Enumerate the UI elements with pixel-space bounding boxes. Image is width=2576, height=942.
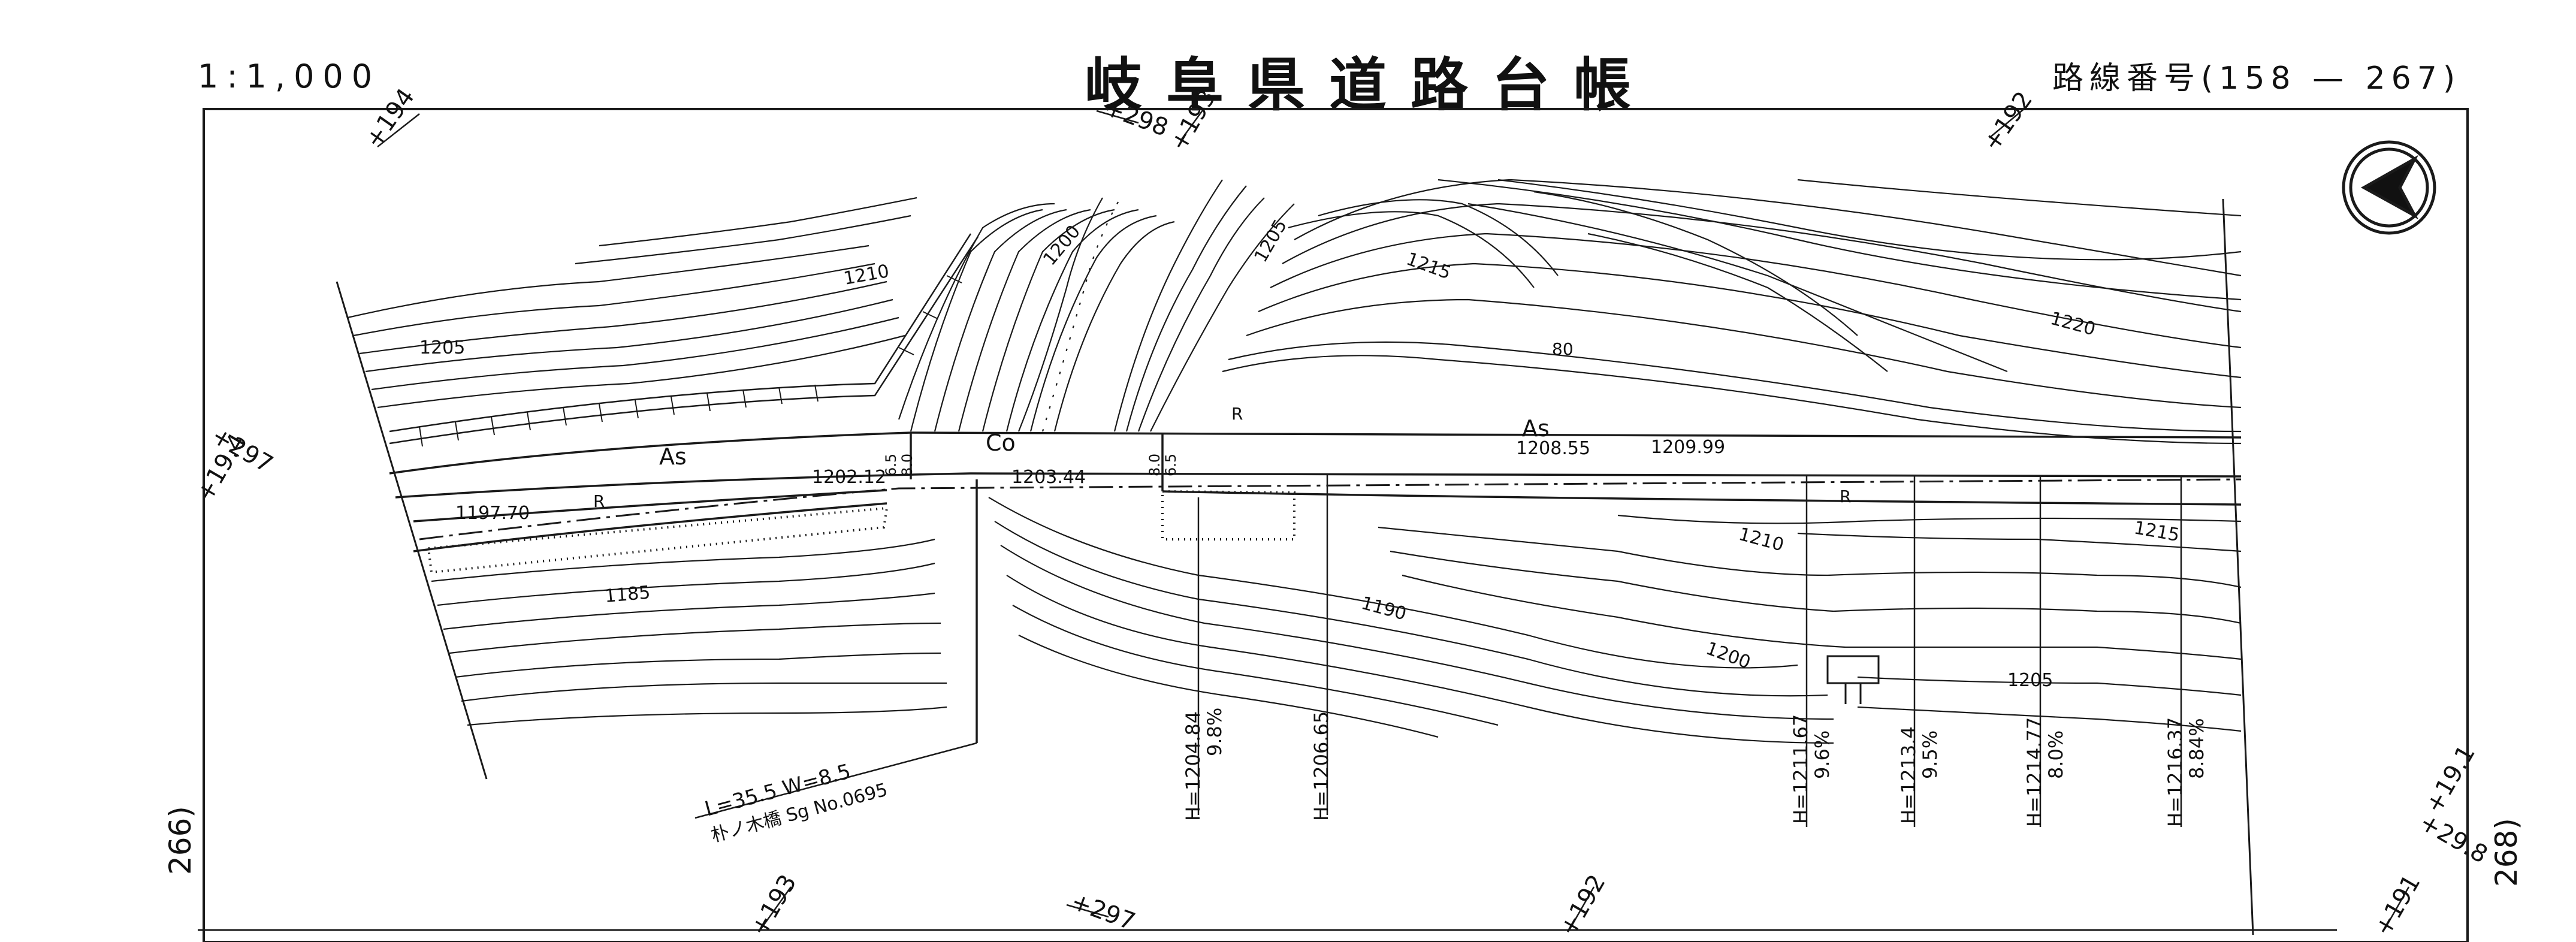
grade-percent-6: 8.84% (2185, 718, 2208, 779)
guard-rail (389, 233, 979, 447)
map-scale: 1:1,000 (198, 58, 381, 95)
contour-lines-upper-right (1222, 179, 2242, 445)
station-label-right-1: +19.1 (2420, 741, 2481, 818)
road-centerline (419, 478, 2242, 541)
boundary-line-left (336, 281, 488, 780)
grade-percent-5: 8.0% (2045, 730, 2067, 779)
culvert-icon (1826, 655, 1880, 704)
contour-label-5: 1215 (1403, 249, 1454, 284)
contour-label-11: 1215 (2133, 517, 2181, 546)
surface-label-bridge-deck: Co (986, 430, 1016, 456)
elevation-label-5: 1209.99 (1651, 437, 1725, 458)
grade-percent-3: 9.6% (1811, 730, 1834, 779)
contour-label-6: 1220 (2048, 308, 2098, 340)
grade-elevation-5: H=1214.77 (2023, 717, 2046, 827)
contour-lines-ravine (898, 179, 1295, 432)
station-ticks (377, 107, 2410, 929)
elevation-label-4: 1208.55 (1516, 438, 1590, 459)
surface-label-road-left: As (659, 443, 687, 470)
north-arrow-icon (2342, 140, 2436, 235)
contour-label-13: 80 (1552, 339, 1574, 359)
grade-percent-4: 9.5% (1919, 730, 1941, 779)
station-label-top-2: +298 (1101, 93, 1172, 142)
route-number: 路線番号(158 — 267) (2052, 61, 2462, 96)
contour-label-1: 1210 (842, 261, 890, 289)
contour-lines-lower (431, 497, 2242, 744)
contour-label-4: 1205 (1251, 216, 1291, 266)
side-label-left: 266) (163, 806, 198, 875)
grade-percent-1: 9.8% (1203, 708, 1226, 756)
grade-elevation-2: H=1206.65 (1310, 711, 1333, 821)
surface-label-road-right: As (1522, 415, 1550, 442)
grade-elevation-4: H=1213.4 (1897, 726, 1920, 824)
contour-label-12: 1205 (2007, 670, 2053, 691)
width-mark-2: 8.0 (899, 454, 916, 476)
contour-lines-upper-left (347, 197, 917, 409)
grade-elevation-1: H=1204.84 (1182, 711, 1204, 821)
retaining-mark-1: R (593, 491, 605, 511)
station-label-bottom-4: +191 (2369, 870, 2426, 941)
stippled-areas (427, 490, 1295, 574)
boundary-line-right (2222, 198, 2254, 935)
contour-label-7: 1210 (1737, 524, 1786, 556)
station-label-left-2: +19.4 (191, 429, 252, 506)
grade-elevation-6: H=1216.37 (2164, 717, 2187, 827)
map-frame (203, 108, 2469, 942)
elevation-label-1: 1202.12 (812, 467, 886, 488)
contour-label-8: 1185 (604, 582, 651, 607)
retaining-mark-3: R (1840, 487, 1851, 506)
side-label-right: 268) (2489, 818, 2524, 887)
road-edges (389, 431, 2242, 552)
grade-elevation-3: H=1211.67 (1789, 714, 1812, 824)
width-mark-4: 6.5 (1162, 454, 1179, 476)
station-label-right-2: +29.8 (2415, 808, 2492, 869)
station-label-top-1: +194 (360, 83, 421, 153)
contour-label-9: 1190 (1359, 593, 1409, 625)
station-label-top-3: +193 (1165, 85, 1222, 156)
retaining-mark-2: R (1231, 404, 1243, 424)
profile-drop-lines (1197, 473, 2182, 827)
bridge-outline (694, 433, 1164, 819)
elevation-label-3: 1197.70 (455, 503, 530, 524)
width-mark-1: 6.5 (883, 454, 899, 476)
map-title: 岐阜県道路台帳 (1085, 52, 1655, 119)
station-label-top-4: +192 (1978, 86, 2039, 156)
width-mark-3: 8.0 (1146, 454, 1163, 476)
contour-label-2: 1205 (419, 337, 465, 358)
elevation-label-2: 1203.44 (1011, 467, 1086, 488)
station-label-bottom-2: +297 (1068, 887, 1139, 936)
